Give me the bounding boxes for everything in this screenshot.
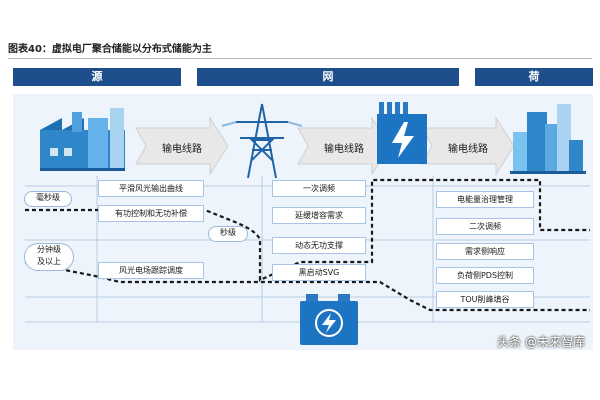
flow-arrow-2 <box>297 116 391 176</box>
title-rule <box>8 58 592 59</box>
load-function-1: 电能量治理管理 <box>436 191 534 208</box>
header-source: 源 <box>13 68 181 86</box>
flow-arrow-3 <box>421 116 515 176</box>
load-function-4: 负荷侧PDS控制 <box>436 267 534 284</box>
figure-title: 图表40：虚拟电厂聚合储能以分布式储能为主 <box>8 44 212 55</box>
transmission-tower-icon <box>221 103 303 179</box>
battery-storage-icon <box>300 294 358 345</box>
watermark: 头条 @未来智库 <box>497 335 585 349</box>
grid-function-1: 一次调频 <box>272 180 366 197</box>
load-function-5: TOU削峰填谷 <box>436 291 534 308</box>
source-function-3: 风光电场跟踪调度 <box>98 262 204 279</box>
source-function-1: 平滑风光输出曲线 <box>98 180 204 197</box>
grid-function-2: 延缓增容需求 <box>272 207 366 224</box>
grid-function-4: 黑启动SVG <box>272 264 366 281</box>
timescale-divider-upper <box>25 178 590 282</box>
line-label-2: 输电线路 <box>324 144 364 155</box>
load-function-2: 二次调频 <box>436 218 534 235</box>
line-label-3: 输电线路 <box>448 144 488 155</box>
header-grid: 网 <box>197 68 459 86</box>
timescale-millisecond: 毫秒级 <box>24 191 72 207</box>
source-function-2: 有功控制和无功补偿 <box>98 205 204 222</box>
header-load: 荷 <box>475 68 593 86</box>
line-label-1: 输电线路 <box>162 144 202 155</box>
factory-icon <box>40 108 125 171</box>
grid-function-3: 动态无功支撑 <box>272 237 366 254</box>
city-buildings-icon <box>510 104 586 174</box>
flow-arrow-1 <box>135 116 229 176</box>
timescale-minute: 分钟级 及以上 <box>24 243 74 271</box>
load-function-3: 需求侧响应 <box>436 243 534 260</box>
substation-icon <box>377 102 427 164</box>
timescale-second: 秒级 <box>208 226 248 242</box>
